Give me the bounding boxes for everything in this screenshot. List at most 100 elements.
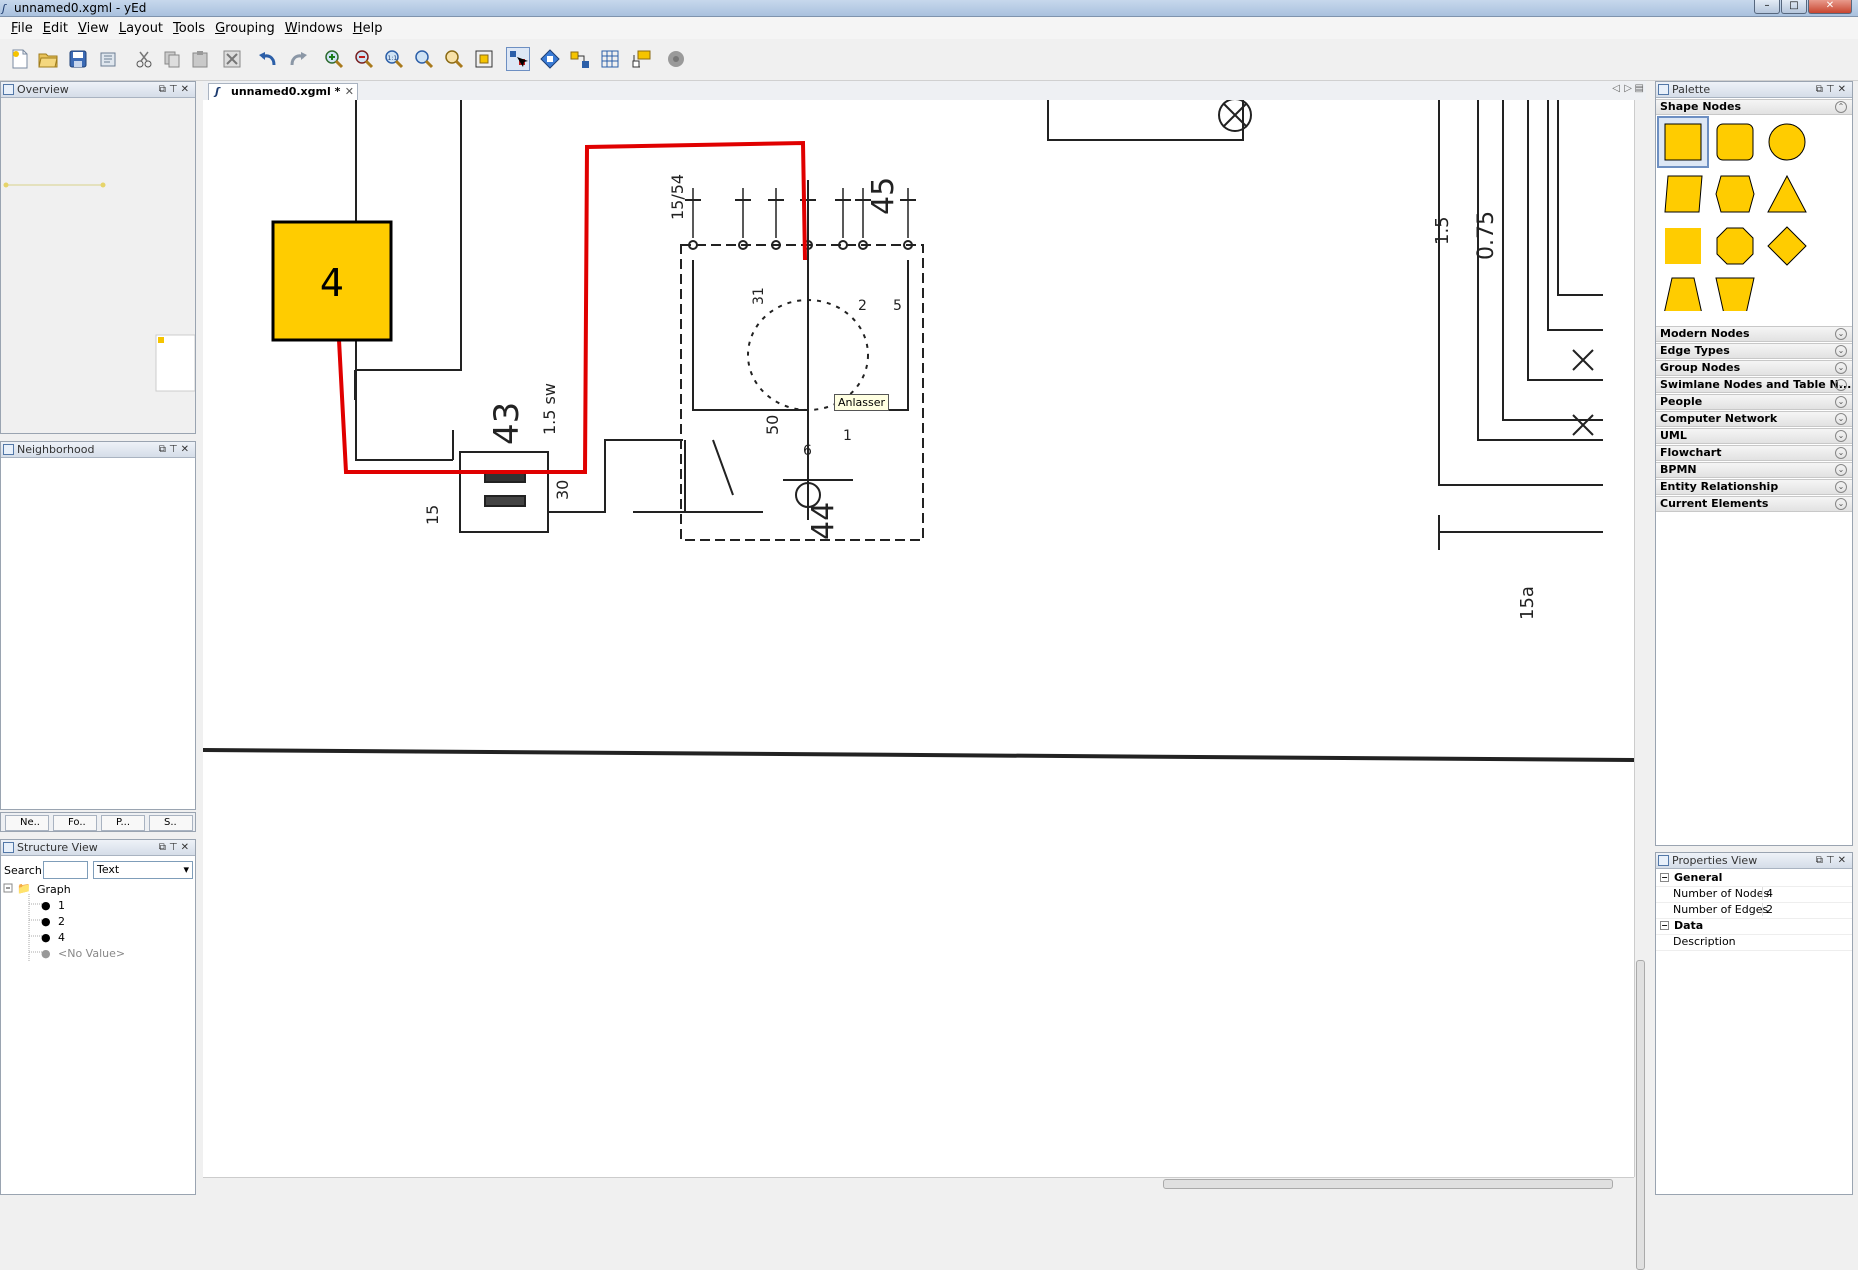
close-window-button[interactable]: ✕ — [1808, 0, 1852, 14]
overview-minimap[interactable] — [1, 98, 195, 432]
export-icon[interactable] — [96, 47, 120, 71]
horizontal-scroll-thumb[interactable] — [1163, 1179, 1613, 1189]
graph-canvas[interactable]: 43 44 45 15 30 50 31 0.75 1.5 2 6 5 1 15… — [203, 100, 1634, 1177]
zoom-area-icon[interactable] — [442, 47, 466, 71]
tooltip-icon[interactable] — [630, 47, 654, 71]
cut-icon[interactable] — [132, 47, 156, 71]
section-uml[interactable]: UML⌄ — [1656, 428, 1852, 444]
redo-icon[interactable] — [286, 47, 310, 71]
canvas-vertical-scrollbar[interactable] — [1634, 100, 1646, 1270]
menu-layout[interactable]: Layout — [118, 20, 164, 36]
shape-hexagon[interactable] — [1715, 175, 1755, 213]
panel-controls[interactable]: ⧉⊤✕ — [158, 842, 192, 853]
graph-node-4[interactable] — [271, 220, 393, 342]
scanned-wiring-diagram — [203, 100, 1634, 762]
tab-folding[interactable]: Fo.. — [53, 815, 97, 831]
section-entity-relationship[interactable]: Entity Relationship⌄ — [1656, 479, 1852, 495]
undo-icon[interactable] — [256, 47, 280, 71]
tab-successors[interactable]: S.. — [149, 815, 193, 831]
panel-controls[interactable]: ⧉⊤✕ — [158, 444, 192, 455]
fit-content-icon[interactable] — [472, 47, 496, 71]
shape-trapezoid[interactable] — [1664, 277, 1702, 311]
shape-parallelogram[interactable] — [1664, 175, 1703, 213]
section-flowchart[interactable]: Flowchart⌄ — [1656, 445, 1852, 461]
vertical-scroll-thumb[interactable] — [1636, 960, 1645, 1270]
menu-edit[interactable]: Edit — [42, 20, 68, 36]
save-icon[interactable] — [66, 47, 90, 71]
scan-wire — [692, 260, 809, 411]
section-shape-nodes[interactable]: Shape Nodes⌃ — [1656, 99, 1852, 115]
props-row-description[interactable]: Description — [1656, 935, 1852, 951]
props-edges-value: 2 — [1762, 903, 1773, 916]
tab-scroll-left-icon[interactable]: ◁ — [1612, 83, 1620, 94]
structure-filter-select[interactable]: Text ▾ — [93, 861, 193, 879]
section-modern-nodes[interactable]: Modern Nodes⌄ — [1656, 326, 1852, 342]
structure-search-input[interactable] — [43, 861, 88, 879]
panel-controls[interactable]: ⧉⊤✕ — [1815, 855, 1849, 866]
shape-rounded-rectangle[interactable] — [1716, 123, 1754, 161]
tree-item-no-value[interactable]: <No Value> — [58, 947, 126, 960]
grid-icon[interactable] — [598, 47, 622, 71]
section-group-nodes[interactable]: Group Nodes⌄ — [1656, 360, 1852, 376]
section-edge-types[interactable]: Edge Types⌄ — [1656, 343, 1852, 359]
shape-trapezoid-inverted[interactable] — [1715, 277, 1755, 311]
tree-item-4[interactable]: 4 — [58, 931, 65, 944]
section-computer-network[interactable]: Computer Network⌄ — [1656, 411, 1852, 427]
menu-file[interactable]: File — [11, 20, 33, 36]
tree-item-1[interactable]: 1 — [58, 899, 65, 912]
props-group-general[interactable]: − General — [1656, 871, 1852, 887]
section-bpmn[interactable]: BPMN⌄ — [1656, 462, 1852, 478]
plugin-icon[interactable] — [664, 47, 688, 71]
snap-icon[interactable] — [568, 47, 592, 71]
section-people[interactable]: People⌄ — [1656, 394, 1852, 410]
tab-predecessors[interactable]: P... — [101, 815, 145, 831]
menu-windows[interactable]: Windows — [284, 20, 343, 36]
menu-grouping[interactable]: Grouping — [215, 20, 275, 36]
shape-rectangle[interactable] — [1664, 123, 1702, 161]
delete-icon[interactable] — [220, 47, 244, 71]
scan-wire — [1547, 100, 1603, 331]
zoom-out-icon[interactable] — [352, 47, 376, 71]
tab-scroll-right-icon[interactable]: ▷ — [1624, 83, 1632, 94]
paste-icon[interactable] — [188, 47, 212, 71]
copy-icon[interactable] — [160, 47, 184, 71]
zoom-100-icon[interactable]: 1:1 — [382, 47, 406, 71]
open-icon[interactable] — [36, 47, 60, 71]
yed-file-icon: ʃ — [215, 85, 220, 98]
tab-list-icon[interactable]: ▤ — [1634, 83, 1644, 94]
zoom-fit-icon[interactable] — [412, 47, 436, 71]
tab-neighborhood[interactable]: Ne.. — [5, 815, 49, 831]
minimize-button[interactable]: – — [1754, 0, 1780, 14]
tab-document[interactable]: ʃ unnamed0.xgml * ✕ — [208, 83, 358, 101]
graph-edge-red[interactable] — [337, 140, 807, 474]
shape-rectangle-plain[interactable] — [1665, 228, 1701, 264]
section-current-elements[interactable]: Current Elements⌄ — [1656, 496, 1852, 512]
zoom-in-icon[interactable] — [322, 47, 346, 71]
props-description-label: Description — [1673, 935, 1736, 948]
tree-item-2[interactable]: 2 — [58, 915, 65, 928]
scan-label-5: 5 — [893, 298, 902, 314]
section-label: Swimlane Nodes and Table N... — [1660, 378, 1852, 391]
structure-title: Structure View — [17, 841, 98, 854]
menu-help[interactable]: Help — [352, 20, 383, 36]
menu-view[interactable]: View — [77, 20, 109, 36]
overview-panel: Overview ⧉⊤✕ — [0, 81, 196, 434]
section-swimlane-nodes[interactable]: Swimlane Nodes and Table N...⌄ — [1656, 377, 1852, 393]
tree-root-graph[interactable]: Graph — [37, 883, 71, 896]
panel-controls[interactable]: ⧉⊤✕ — [1815, 84, 1849, 95]
maximize-button[interactable]: □ — [1781, 0, 1807, 14]
shape-ellipse[interactable] — [1768, 123, 1806, 161]
shape-triangle[interactable] — [1767, 174, 1807, 213]
close-tab-icon[interactable]: ✕ — [344, 85, 354, 98]
canvas-horizontal-scrollbar[interactable] — [203, 1177, 1634, 1191]
menu-tools[interactable]: Tools — [173, 20, 206, 36]
panel-controls[interactable]: ⧉⊤✕ — [158, 84, 192, 95]
props-general-label: General — [1674, 871, 1723, 884]
props-group-data[interactable]: − Data — [1656, 919, 1852, 935]
props-edges-label: Number of Edges — [1673, 903, 1769, 916]
select-mode-icon[interactable] — [506, 47, 530, 71]
shape-octagon[interactable] — [1716, 227, 1754, 265]
edit-mode-icon[interactable] — [538, 47, 562, 71]
new-document-icon[interactable] — [8, 47, 32, 71]
shape-diamond[interactable] — [1767, 226, 1807, 266]
